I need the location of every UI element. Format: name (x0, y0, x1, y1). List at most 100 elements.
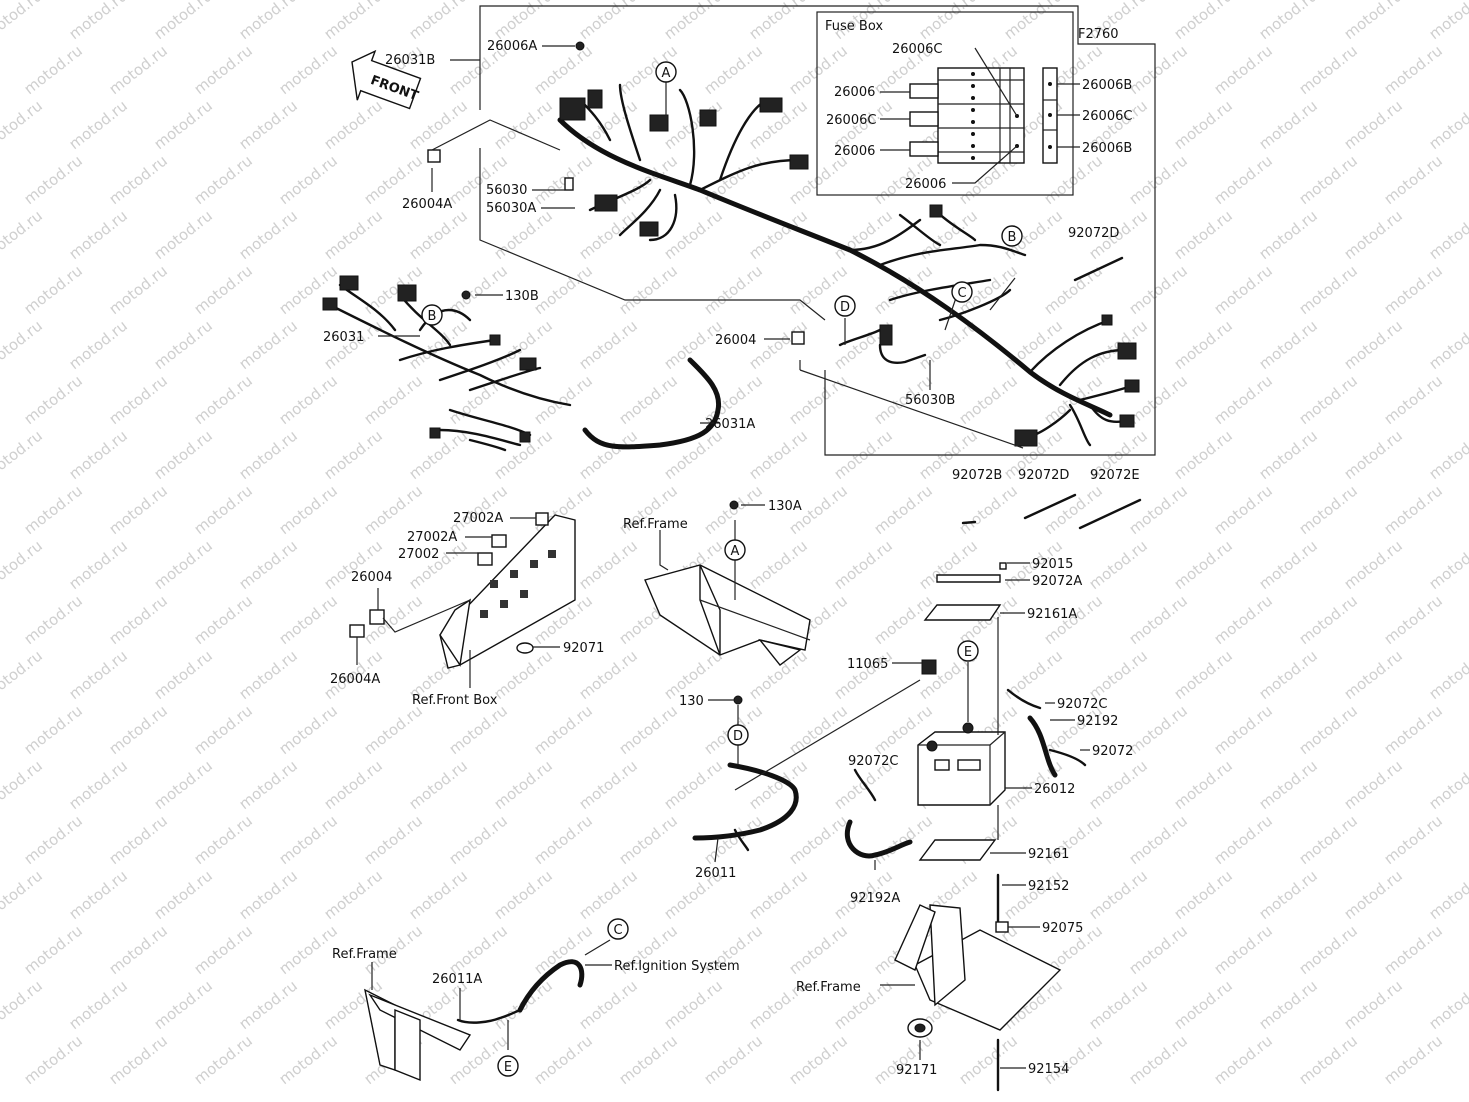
label-26031B: 26031B (385, 53, 435, 68)
watermark-text: motod.ru (275, 482, 340, 539)
watermark-text: motod.ru (1340, 97, 1405, 154)
watermark-text: motod.ru (1425, 647, 1469, 704)
watermark-text: motod.ru (65, 757, 130, 814)
watermark-text: motod.ru (320, 427, 385, 484)
svg-text:C: C (957, 286, 966, 301)
watermark-text: motod.ru (615, 812, 680, 869)
watermark-text: motod.ru (575, 207, 640, 264)
svg-text:E: E (504, 1060, 512, 1075)
watermark-text: motod.ru (1210, 152, 1275, 209)
watermark-text: motod.ru (700, 262, 765, 319)
watermark-text: motod.ru (1210, 702, 1275, 759)
watermark-text: motod.ru (1210, 812, 1275, 869)
watermark-text: motod.ru (915, 537, 980, 594)
callout-D-harness: D (834, 295, 856, 317)
svg-text:D: D (733, 729, 743, 744)
watermark-text: motod.ru (105, 1032, 170, 1089)
front-arrow: FRONT (351, 49, 422, 110)
watermark-text: motod.ru (1255, 867, 1320, 924)
watermark-text: motod.ru (1000, 317, 1065, 374)
watermark-text: motod.ru (150, 757, 215, 814)
label-92072B: 92072B (952, 468, 1002, 483)
watermark-text: motod.ru (235, 97, 300, 154)
watermark-text: motod.ru (20, 922, 85, 979)
watermark-text: motod.ru (785, 702, 850, 759)
watermark-text: motod.ru (0, 647, 46, 704)
watermark-text: motod.ru (1170, 317, 1235, 374)
watermark-text: motod.ru (1425, 427, 1469, 484)
label-92161A: 92161A (1027, 607, 1077, 622)
watermark-text: motod.ru (1255, 537, 1320, 594)
watermark-text: motod.ru (1255, 757, 1320, 814)
watermark-text: motod.ru (1125, 482, 1190, 539)
watermark-text: motod.ru (1040, 1032, 1105, 1089)
label-27002A-2: 27002A (407, 530, 457, 545)
watermark-text: motod.ru (360, 812, 425, 869)
label-92154: 92154 (1028, 1062, 1069, 1077)
watermark-text: motod.ru (1125, 42, 1190, 99)
watermark-text: motod.ru (1380, 42, 1445, 99)
label-92072: 92072 (1092, 744, 1133, 759)
watermark-text: motod.ru (65, 647, 130, 704)
watermark-text: motod.ru (1295, 922, 1360, 979)
watermark-text: motod.ru (785, 812, 850, 869)
watermark-text: motod.ru (0, 977, 46, 1034)
watermark-text: motod.ru (1170, 97, 1235, 154)
watermark-text: motod.ru (785, 922, 850, 979)
watermark-text: motod.ru (1465, 262, 1469, 319)
watermark-text: motod.ru (1255, 97, 1320, 154)
watermark-text: motod.ru (1125, 592, 1190, 649)
svg-text:B: B (1008, 230, 1017, 245)
watermark-text: motod.ru (490, 867, 555, 924)
label-92072E: 92072E (1090, 468, 1140, 483)
watermark-text: motod.ru (575, 317, 640, 374)
label-26012: 26012 (1034, 782, 1075, 797)
watermark-text: motod.ru (235, 867, 300, 924)
watermark-text: motod.ru (150, 207, 215, 264)
watermark-text: motod.ru (20, 372, 85, 429)
svg-text:A: A (662, 66, 671, 81)
watermark-text: motod.ru (20, 262, 85, 319)
watermark-text: motod.ru (405, 0, 470, 43)
label-26004A-left: 26004A (330, 672, 380, 687)
watermark-text: motod.ru (1295, 702, 1360, 759)
svg-text:E: E (964, 645, 972, 660)
watermark-text: motod.ru (1380, 372, 1445, 429)
watermark-text: motod.ru (65, 97, 130, 154)
watermark-text: motod.ru (1210, 42, 1275, 99)
label-fuse-26006B-1: 26006B (1082, 78, 1132, 93)
watermark-text: motod.ru (150, 427, 215, 484)
svg-text:C: C (613, 923, 622, 938)
label-56030: 56030 (486, 183, 527, 198)
watermark-text: motod.ru (445, 812, 510, 869)
watermark-text: motod.ru (0, 207, 46, 264)
label-26011: 26011 (695, 866, 736, 881)
watermark-text: motod.ru (1340, 317, 1405, 374)
watermark-text: motod.ru (1210, 1032, 1275, 1089)
watermark-text: motod.ru (1380, 702, 1445, 759)
watermark-text: motod.ru (105, 152, 170, 209)
watermark-text: motod.ru (490, 757, 555, 814)
watermark-text: motod.ru (20, 42, 85, 99)
watermark-text: motod.ru (190, 1032, 255, 1089)
watermark-text: motod.ru (150, 977, 215, 1034)
watermark-text: motod.ru (1465, 152, 1469, 209)
watermark-text: motod.ru (105, 372, 170, 429)
watermark-text: motod.ru (65, 207, 130, 264)
watermark-text: motod.ru (190, 592, 255, 649)
callout-A-frame: A (724, 539, 746, 561)
label-92072D-top: 92072D (1068, 226, 1119, 241)
watermark-text: motod.ru (150, 867, 215, 924)
watermark-text: motod.ru (1425, 317, 1469, 374)
callout-B-left: B (421, 304, 443, 326)
fuse-box (880, 47, 1080, 184)
watermark-text: motod.ru (1380, 152, 1445, 209)
watermark-text: motod.ru (1170, 207, 1235, 264)
watermark-text: motod.ru (745, 757, 810, 814)
watermark-text: motod.ru (65, 537, 130, 594)
watermark-text: motod.ru (275, 152, 340, 209)
watermark-text: motod.ru (1340, 757, 1405, 814)
label-ref-frame-lower-left: Ref.Frame (332, 947, 397, 962)
watermark-text: motod.ru (275, 1032, 340, 1089)
